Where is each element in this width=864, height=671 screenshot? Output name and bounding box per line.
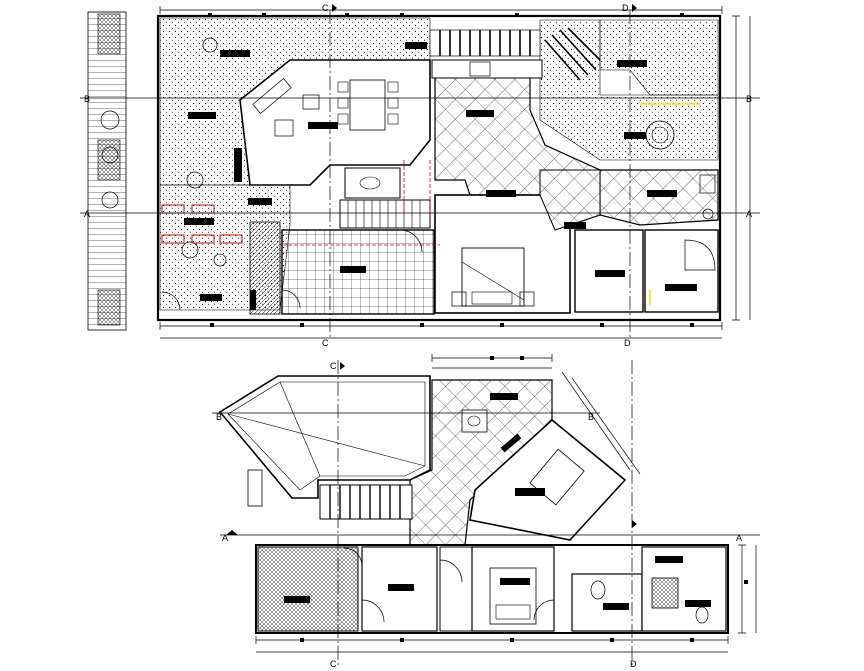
redacted-labels-upper (184, 42, 697, 310)
section-marker-c-mid: C (322, 338, 329, 348)
section-markers: C D B B A A C D C B B A A C D (84, 3, 752, 669)
bed (461, 247, 525, 307)
section-marker-c-top: C (322, 3, 329, 13)
section-marker-b-lower-left: B (216, 412, 222, 422)
upper-floor-plan (80, 6, 760, 340)
section-marker-a-left: A (84, 209, 90, 219)
section-marker-d-bottom: D (630, 659, 637, 669)
section-marker-c-bottom: C (330, 659, 337, 669)
upper-bathroom (644, 229, 719, 313)
lower-stair-steps (319, 484, 413, 520)
section-marker-a-right: A (746, 209, 752, 219)
section-marker-b-left: B (84, 94, 90, 104)
section-marker-a-lower-right: A (736, 533, 742, 543)
section-marker-c-lower: C (330, 361, 337, 371)
section-marker-d-top: D (622, 3, 629, 13)
dining-table (349, 79, 386, 131)
lower-dimension-lines (212, 354, 760, 668)
upper-stair-steps (429, 27, 601, 81)
lower-rotated-bedroom (469, 418, 627, 541)
lower-floor-plan (212, 354, 760, 668)
section-marker-b-right: B (746, 94, 752, 104)
section-marker-a-lower-left: A (222, 533, 228, 543)
redacted-labels-lower (284, 393, 711, 610)
upper-dimension-lines (80, 6, 760, 340)
lower-bed (489, 567, 537, 625)
section-marker-b-lower-right: B (588, 412, 594, 422)
hatched-garage (257, 546, 359, 632)
section-marker-d-mid: D (624, 338, 631, 348)
